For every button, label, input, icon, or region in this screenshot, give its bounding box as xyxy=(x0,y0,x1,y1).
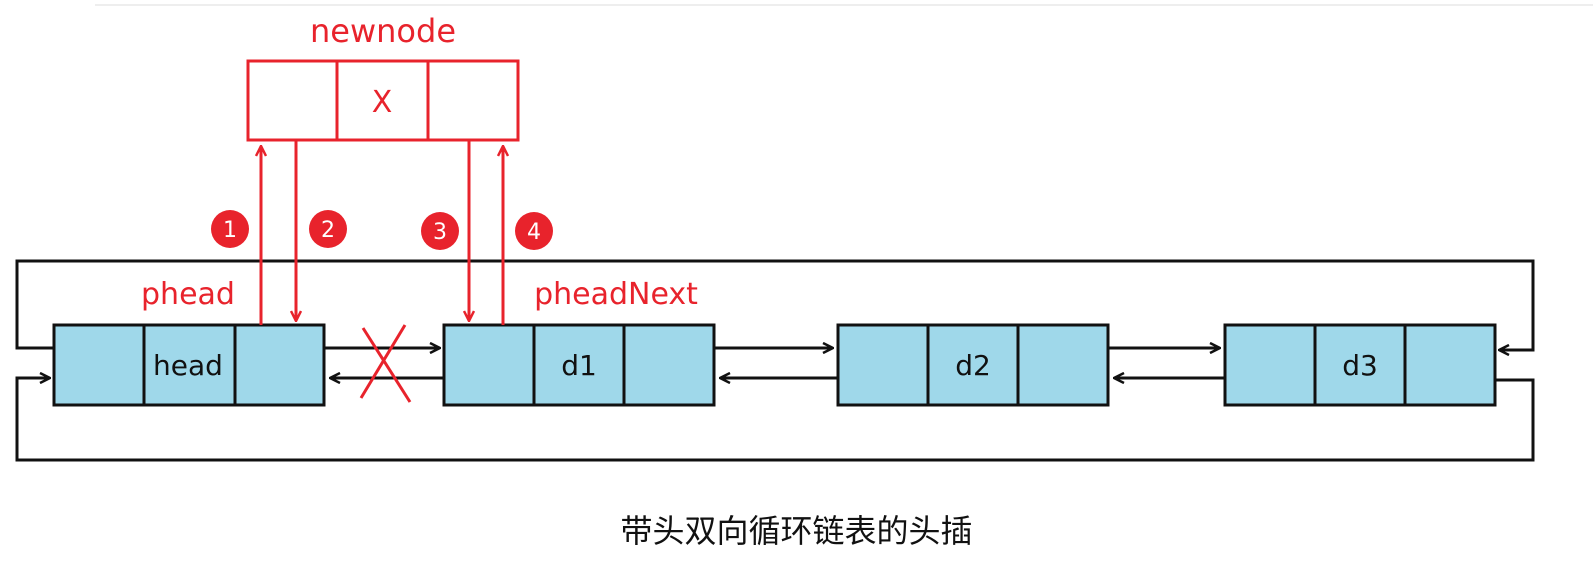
new-node-value: X xyxy=(372,85,393,120)
list-node-d1-value: d1 xyxy=(561,349,597,382)
new-links xyxy=(261,140,503,325)
svg-text:3: 3 xyxy=(433,220,447,245)
new-node: X xyxy=(246,59,520,142)
list-node-d2-value: d2 xyxy=(955,349,991,382)
label-newnode: newnode xyxy=(310,12,456,50)
old-links xyxy=(15,259,1535,462)
step-badge-1: 1 xyxy=(211,210,249,248)
step-badge-3: 3 xyxy=(421,212,459,250)
cut-link-mark xyxy=(359,324,412,403)
list-node-d1: d1 xyxy=(442,323,716,407)
list-node-d3-value: d3 xyxy=(1342,349,1378,382)
link-d3-next-to-head xyxy=(15,378,1535,462)
diagram-caption: 带头双向循环链表的头插 xyxy=(620,512,973,550)
svg-text:1: 1 xyxy=(223,218,237,243)
list-node-d3: d3 xyxy=(1223,323,1497,407)
list-node-head: head xyxy=(52,323,326,407)
svg-text:2: 2 xyxy=(321,218,335,243)
label-pheadnext: pheadNext xyxy=(534,277,698,312)
step-badge-4: 4 xyxy=(515,212,553,250)
new-node-box xyxy=(246,59,520,142)
link-head-prev-to-d3 xyxy=(15,259,1535,350)
label-phead: phead xyxy=(141,277,235,312)
svg-text:4: 4 xyxy=(527,220,541,245)
list-node-head-value: head xyxy=(153,349,223,382)
step-badge-2: 2 xyxy=(309,210,347,248)
list-node-d2: d2 xyxy=(836,323,1110,407)
